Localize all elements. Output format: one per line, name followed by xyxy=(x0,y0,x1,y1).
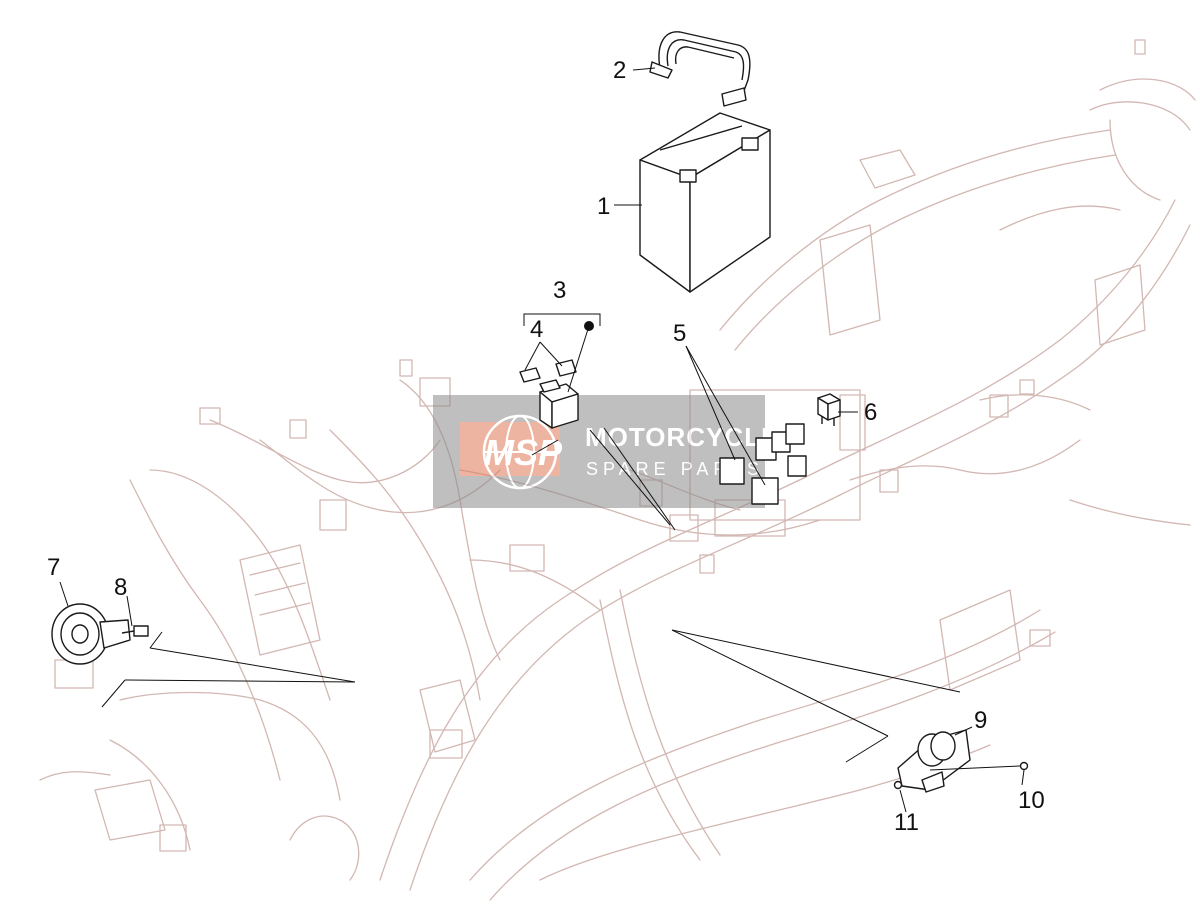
battery-strap-part xyxy=(649,31,751,107)
battery-part xyxy=(639,112,771,293)
mounting-screw-part xyxy=(1019,761,1029,771)
callout-labels: 1 2 3 4 5 6 7 8 9 10 11 xyxy=(47,57,1045,836)
horn-part xyxy=(51,603,131,665)
callout-10: 10 xyxy=(1018,787,1045,814)
callout-7: 7 xyxy=(47,554,60,581)
callout-3: 3 xyxy=(553,277,566,304)
callout-1: 1 xyxy=(597,193,610,220)
callout-4: 4 xyxy=(530,316,543,343)
callout-2: 2 xyxy=(613,57,626,84)
callout-9: 9 xyxy=(974,707,987,734)
starter-relay-part xyxy=(519,359,579,429)
buzzer-part xyxy=(897,729,971,793)
watermark-title: MOTORCYCLE xyxy=(585,422,779,452)
callout-8: 8 xyxy=(114,574,127,601)
leader-lines xyxy=(59,67,1025,813)
callout-11: 11 xyxy=(894,809,919,836)
relay-set-part xyxy=(719,423,807,505)
callout-5: 5 xyxy=(673,320,686,347)
callout-6: 6 xyxy=(864,399,877,426)
watermark-logo-text: MSP xyxy=(484,432,563,473)
relay-single-part xyxy=(817,393,841,426)
watermark: MSP MOTORCYCLE SPARE PARTS xyxy=(433,395,779,508)
screw-part xyxy=(121,625,149,637)
mounting-nut-part xyxy=(893,780,903,790)
